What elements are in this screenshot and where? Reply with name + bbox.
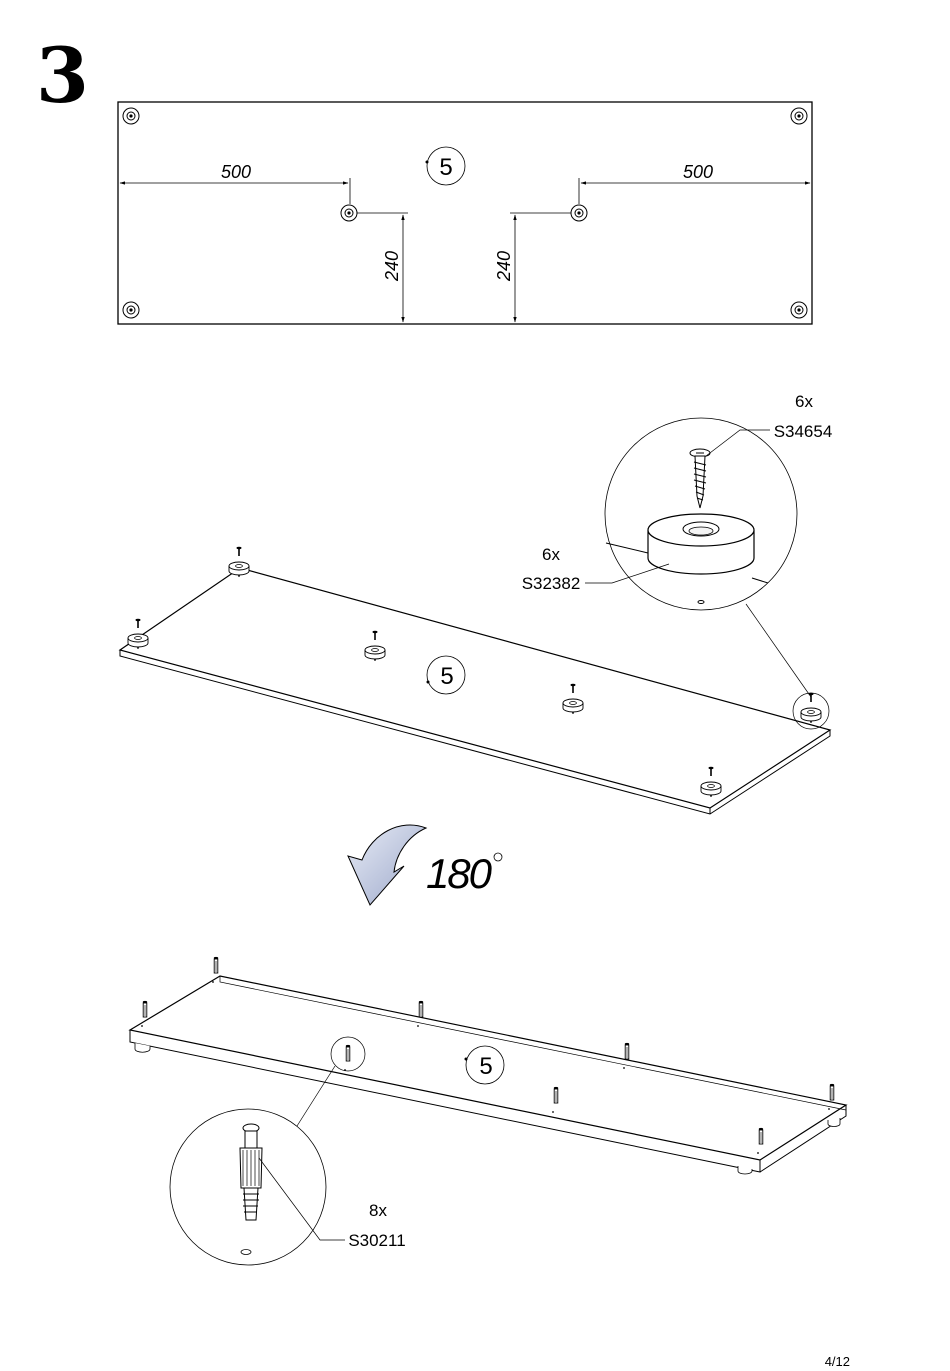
dowel-quantity: 8x bbox=[369, 1201, 387, 1220]
dim-left-vertical: 240 bbox=[382, 251, 402, 282]
foot-pad-icon bbox=[790, 301, 808, 319]
dowel-detail-callout bbox=[169, 1036, 366, 1266]
foot-pad-icon bbox=[340, 204, 358, 222]
screw-quantity: 6x bbox=[795, 392, 813, 411]
foot-pad-icon bbox=[122, 107, 140, 125]
dowel-icon bbox=[829, 1083, 835, 1101]
foot-pad-icon bbox=[700, 781, 722, 796]
top-view-panel: 5 500 500 240 240 bbox=[117, 101, 813, 325]
foot-detail-callout bbox=[585, 417, 830, 730]
foot-pad-icon bbox=[122, 301, 140, 319]
rotate-arrow-icon bbox=[347, 824, 428, 906]
dowel-icon bbox=[345, 1044, 351, 1062]
foot-code: S32382 bbox=[522, 574, 581, 593]
foot-pad-icon bbox=[228, 561, 250, 576]
foot-pad-icon bbox=[562, 698, 584, 713]
dowel-icon bbox=[142, 1000, 148, 1018]
dowel-icon bbox=[418, 1000, 424, 1018]
dowel-icon bbox=[624, 1042, 630, 1060]
dowel-icon bbox=[758, 1127, 764, 1145]
foot-pad-icon bbox=[570, 204, 588, 222]
screw-icon bbox=[808, 692, 814, 702]
step-number: 3 bbox=[36, 31, 89, 120]
screw-icon bbox=[708, 766, 714, 776]
foot-pad-icon bbox=[647, 513, 755, 575]
panel-perspective-dowels: 5 bbox=[128, 975, 848, 1175]
dim-right-horizontal: 500 bbox=[683, 162, 713, 182]
screw-icon bbox=[570, 683, 576, 693]
panel-label-dowels: 5 bbox=[479, 1053, 492, 1080]
screw-icon bbox=[236, 546, 242, 556]
dowel-icon bbox=[553, 1086, 559, 1104]
foot-quantity: 6x bbox=[542, 545, 560, 564]
dowel-code: S30211 bbox=[348, 1231, 405, 1250]
screw-icon bbox=[372, 630, 378, 640]
foot-pad-icon bbox=[790, 107, 808, 125]
dowel-icon bbox=[239, 1123, 263, 1221]
dowel-icon bbox=[213, 956, 219, 974]
panel-perspective-feet: 5 bbox=[118, 567, 832, 815]
page-number: 4/12 bbox=[824, 1354, 850, 1369]
degree-symbol bbox=[493, 852, 503, 862]
dim-right-vertical: 240 bbox=[494, 251, 514, 282]
screw-code: S34654 bbox=[774, 422, 833, 441]
panel-label-top: 5 bbox=[439, 154, 452, 181]
foot-pad-icon bbox=[800, 707, 822, 722]
screw-icon bbox=[135, 618, 141, 628]
foot-pad-icon bbox=[364, 645, 386, 660]
foot-pad-icon bbox=[127, 633, 149, 648]
panel-label-feet: 5 bbox=[440, 663, 453, 690]
dim-left-horizontal: 500 bbox=[221, 162, 251, 182]
rotation-value: 180 bbox=[426, 850, 493, 897]
screw-icon bbox=[689, 448, 711, 509]
